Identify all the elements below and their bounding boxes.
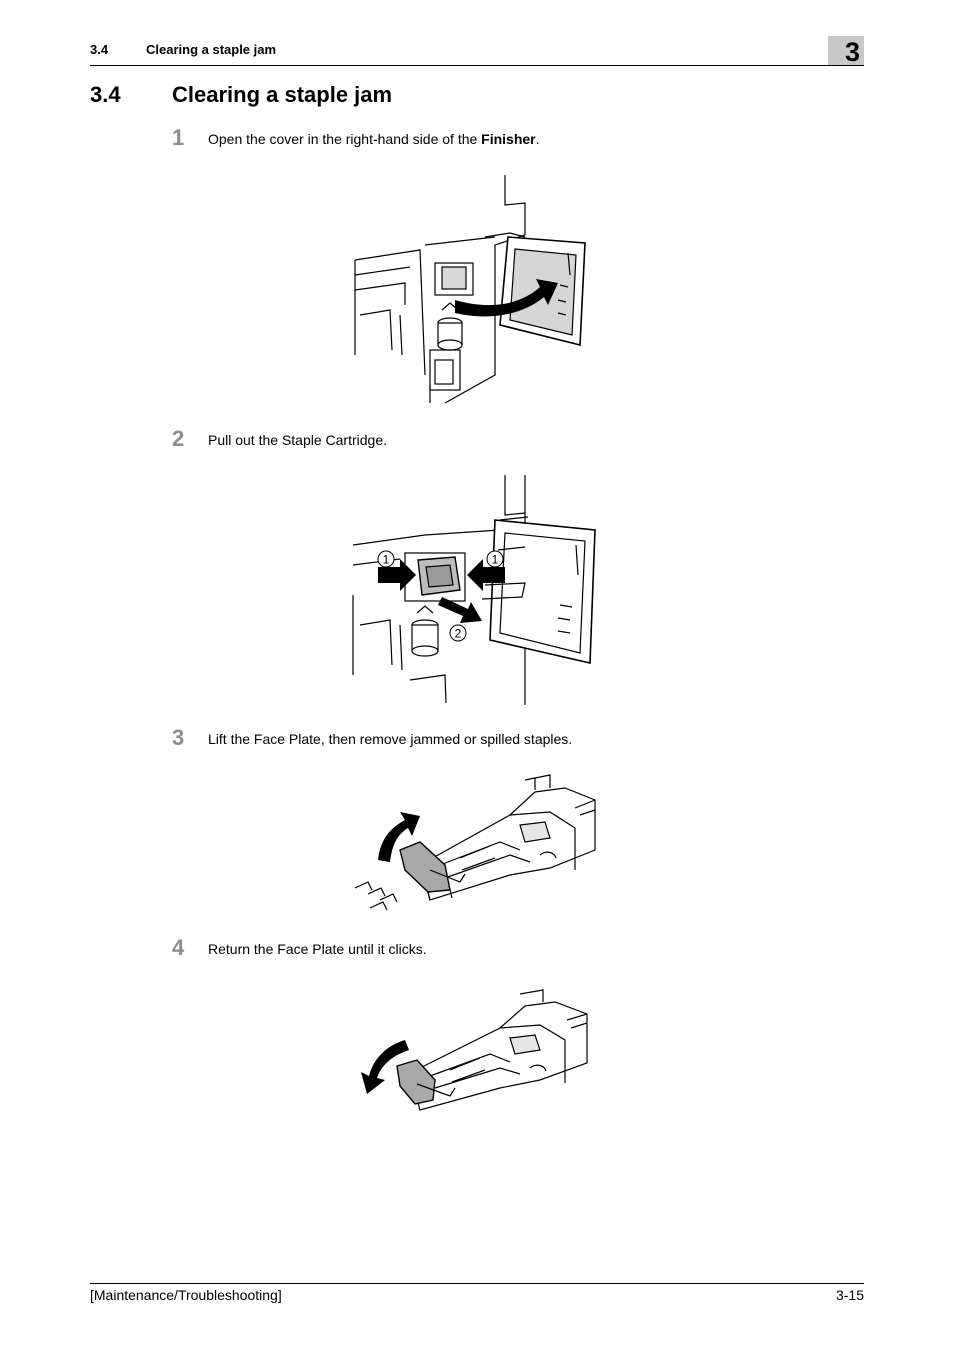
page-title-text: Clearing a staple jam	[172, 82, 393, 107]
page-header: 3.4 Clearing a staple jam 3	[90, 36, 864, 67]
step-number: 4	[172, 935, 185, 960]
header-rule	[90, 65, 864, 66]
step-number: 2	[172, 426, 185, 451]
step-text: Open the cover in the right-hand side of…	[208, 131, 540, 147]
page-title: 3.4 Clearing a staple jam	[90, 82, 392, 108]
page-title-number: 3.4	[90, 82, 121, 107]
step-text: Lift the Face Plate, then remove jammed …	[208, 731, 573, 747]
chapter-tab: 3	[828, 36, 864, 67]
chapter-number: 3	[844, 37, 860, 67]
illustration-lift-face-plate	[354, 774, 596, 911]
header-section-number: 3.4	[90, 42, 109, 57]
finisher-term: Finisher	[481, 131, 536, 147]
header-section-title: Clearing a staple jam	[146, 42, 277, 57]
footer-manual-name: [Maintenance/Troubleshooting]	[90, 1287, 282, 1303]
step-text: Return the Face Plate until it clicks.	[208, 941, 427, 957]
illustration-open-cover	[354, 175, 586, 404]
illustration-pull-cartridge: 1 1 2	[352, 475, 596, 705]
footer-rule	[90, 1283, 864, 1284]
illustration-return-face-plate	[361, 989, 588, 1111]
step-text: Pull out the Staple Cartridge.	[208, 432, 387, 448]
callout-bottom: 2	[455, 627, 462, 641]
footer-page-number: 3-15	[835, 1287, 864, 1303]
step-number: 1	[172, 125, 185, 150]
callout-left: 1	[383, 553, 390, 567]
step-number: 3	[172, 725, 185, 750]
callout-right: 1	[492, 553, 499, 567]
